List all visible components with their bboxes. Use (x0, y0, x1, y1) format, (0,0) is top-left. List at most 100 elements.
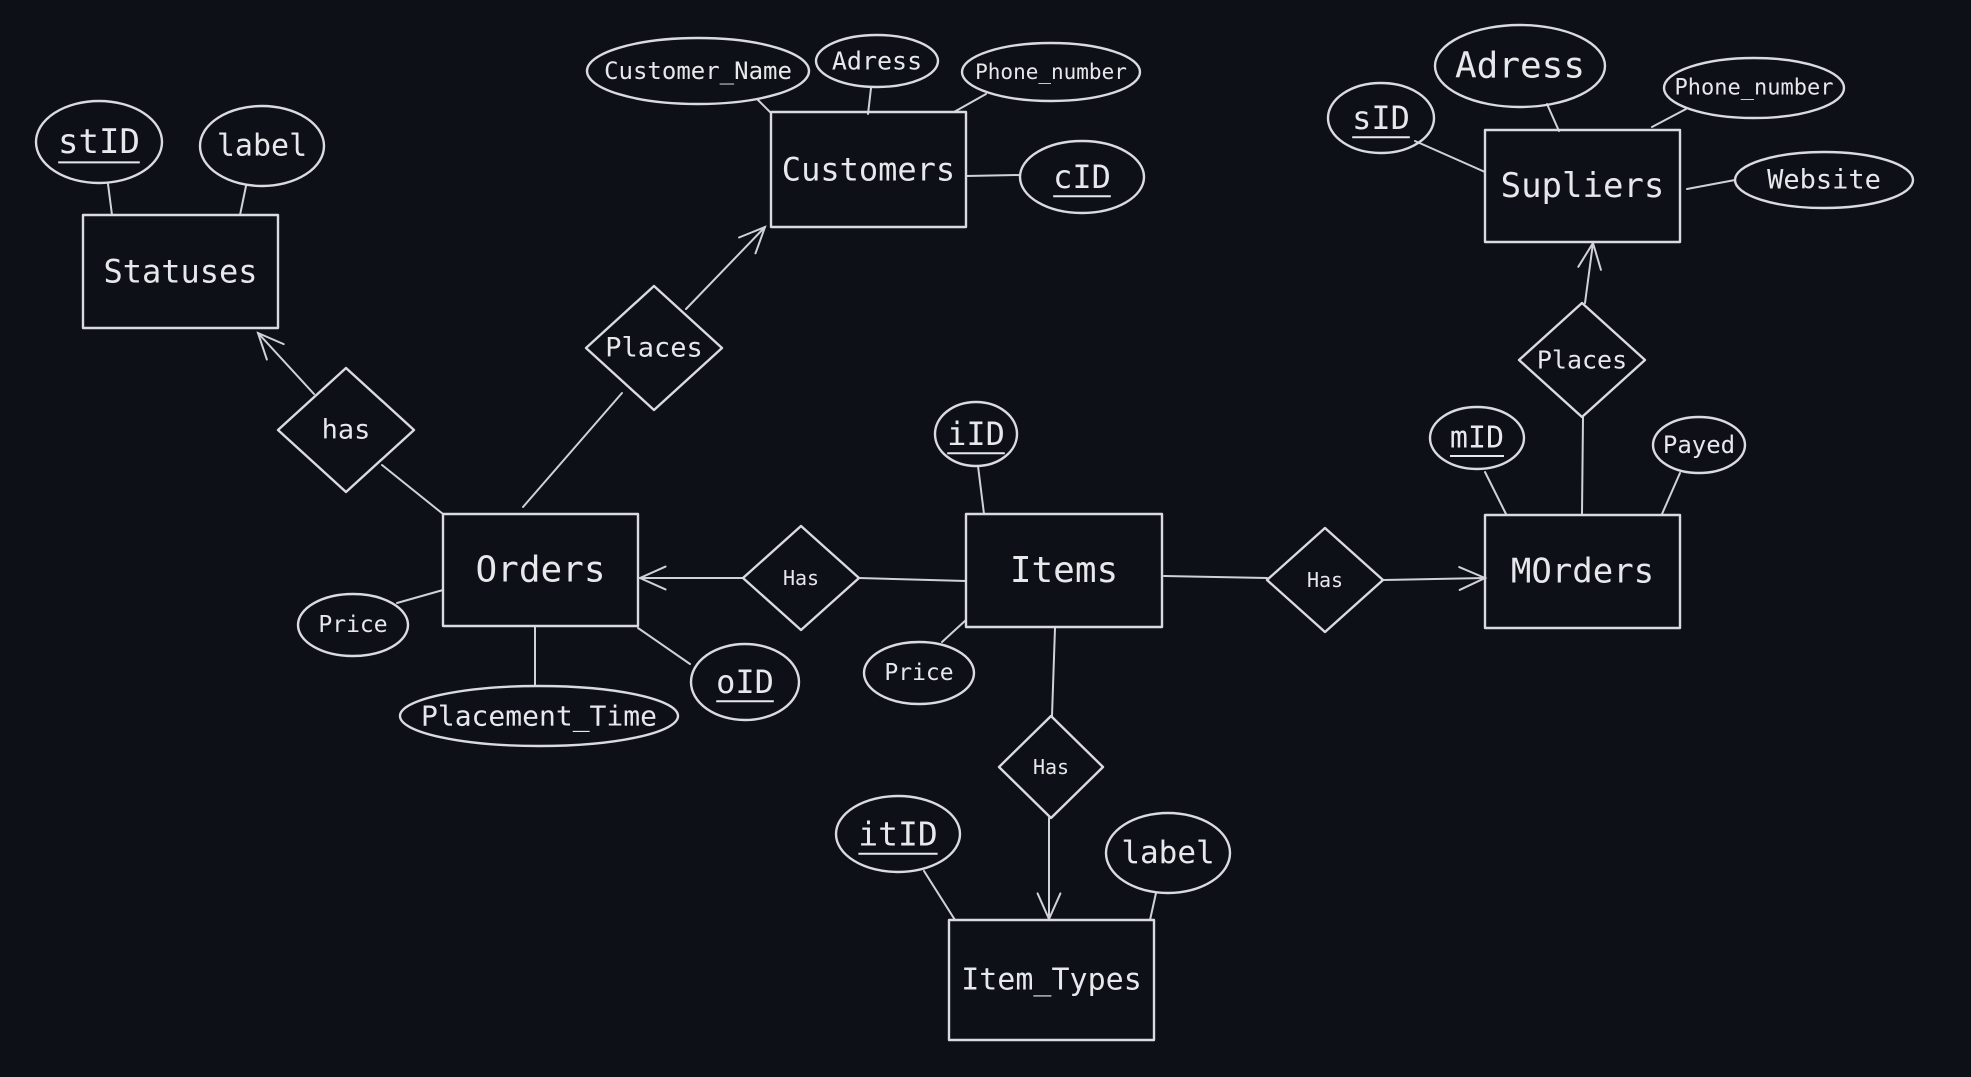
relationship-rel-has-morders[interactable]: Has (1265, 526, 1385, 634)
attribute-ellipse (1662, 56, 1846, 120)
attribute-ellipse (398, 684, 680, 748)
attribute-ellipse (933, 400, 1019, 468)
connector-s-attr-4 (1686, 179, 1736, 190)
key-attribute-label: iID (947, 415, 1005, 453)
key-attribute-label: stID (58, 122, 140, 162)
relationship-rel-has-orders[interactable]: Has (741, 524, 861, 632)
connector-rel-cust (685, 226, 766, 310)
connector-orders-rel (522, 392, 623, 508)
relationship-rel-has-status[interactable]: has (276, 366, 416, 494)
entity-box (441, 512, 640, 628)
attribute-ellipse (198, 104, 326, 188)
attribute-ellipse (1018, 139, 1146, 215)
connector-st-attr-2 (239, 185, 247, 216)
attribute-label: Adress (832, 47, 922, 76)
attribute-ellipse (1428, 405, 1526, 471)
key-attribute-label: itID (858, 815, 937, 854)
key-attribute-label: mID (1450, 421, 1504, 456)
relationship-diamond (276, 366, 416, 494)
attribute-a-sup-adress[interactable]: Adress (1433, 23, 1607, 109)
attribute-a-mid[interactable]: mID (1428, 405, 1526, 471)
connector-i-attr-2 (941, 619, 967, 643)
attribute-label: label (1121, 835, 1214, 871)
entity-items[interactable]: Items (964, 512, 1164, 629)
attribute-a-payed[interactable]: Payed (1651, 415, 1747, 475)
attribute-a-ord-price[interactable]: Price (296, 592, 410, 658)
connector-items-relit (1051, 627, 1056, 717)
attribute-a-sup-website[interactable]: Website (1733, 150, 1915, 210)
attribute-a-iid[interactable]: iID (933, 400, 1019, 468)
relationship-label: Places (1537, 346, 1627, 375)
attribute-a-cust-adress[interactable]: Adress (814, 33, 940, 89)
attribute-label: Phone_number (975, 60, 1127, 84)
relationship-rel-places-customer[interactable]: Places (584, 284, 724, 412)
attribute-label: Payed (1663, 431, 1735, 459)
connector-mor-rel (1581, 416, 1584, 515)
entity-customers[interactable]: Customers (769, 110, 968, 229)
attribute-label: Website (1767, 165, 1881, 196)
entity-box (769, 110, 968, 229)
attribute-label: Phone_number (1675, 76, 1834, 101)
entity-morders[interactable]: MOrders (1483, 513, 1682, 630)
attribute-ellipse (834, 794, 962, 874)
entity-label: Orders (475, 550, 605, 591)
key-attribute-label: sID (1352, 99, 1410, 137)
connector-s-attr-3 (1651, 108, 1687, 128)
entity-label: Customers (782, 151, 955, 189)
attribute-a-item-price[interactable]: Price (862, 640, 976, 706)
attribute-a-placement[interactable]: Placement_Time (398, 684, 680, 748)
relationship-rel-has-itemtype[interactable]: Has (997, 714, 1105, 820)
connector-s-attr-2 (1546, 103, 1560, 132)
connector-it-attr-2 (1149, 892, 1157, 921)
entity-orders[interactable]: Orders (441, 512, 640, 628)
entity-box (1483, 513, 1682, 630)
connector-c-attr-1 (756, 98, 772, 114)
entity-label: Items (1010, 550, 1118, 591)
attribute-label: Adress (1455, 46, 1585, 87)
attribute-label: label (217, 129, 307, 164)
entity-statuses[interactable]: Statuses (81, 213, 280, 330)
connector-items-relord (858, 577, 967, 582)
entity-supliers[interactable]: Supliers (1483, 128, 1682, 244)
attribute-a-cid[interactable]: cID (1018, 139, 1146, 215)
relationship-rel-places-suplier[interactable]: Places (1517, 301, 1647, 419)
attribute-a-sup-phone[interactable]: Phone_number (1662, 56, 1846, 120)
attribute-a-itid[interactable]: itID (834, 794, 962, 874)
arrowhead-relord-orders (637, 565, 667, 591)
attribute-a-it-label[interactable]: label (1104, 811, 1232, 895)
entity-box (964, 512, 1164, 629)
entity-item-types[interactable]: Item_Types (947, 918, 1156, 1042)
entity-box (81, 213, 280, 330)
relationship-diamond (1265, 526, 1385, 634)
attribute-a-sid[interactable]: sID (1326, 81, 1436, 155)
attribute-a-stid[interactable]: stID (34, 99, 164, 185)
relationship-label: Has (1033, 755, 1069, 779)
attribute-a-cust-name[interactable]: Customer_Name (585, 36, 811, 106)
connector-it-attr-1 (923, 870, 956, 921)
attribute-ellipse (1651, 415, 1747, 475)
connector-lines (107, 87, 1736, 922)
attribute-a-oid[interactable]: oID (689, 642, 801, 722)
relationship-label: Places (605, 333, 703, 364)
relationship-label: Has (783, 566, 819, 590)
attribute-ellipse (296, 592, 410, 658)
connector-st-rel (257, 332, 315, 395)
connector-c-attr-4 (965, 174, 1021, 177)
attribute-a-cust-phone[interactable]: Phone_number (960, 41, 1142, 103)
entity-label: MOrders (1511, 552, 1654, 592)
attribute-label: Price (884, 660, 953, 686)
attribute-label: Placement_Time (421, 700, 657, 734)
relationship-label: has (322, 415, 371, 446)
connector-items-relm (1163, 575, 1268, 579)
arrowhead-st-rel (256, 331, 285, 361)
attribute-ellipse (34, 99, 164, 185)
connector-suprel-up (1584, 242, 1594, 304)
relationship-diamond (997, 714, 1105, 820)
attribute-ellipse (1733, 150, 1915, 210)
arrowhead-rel-cust (738, 225, 767, 255)
attribute-ellipse (814, 33, 940, 89)
connector-o-attr-1 (396, 589, 444, 604)
attribute-a-st-label[interactable]: label (198, 104, 326, 188)
